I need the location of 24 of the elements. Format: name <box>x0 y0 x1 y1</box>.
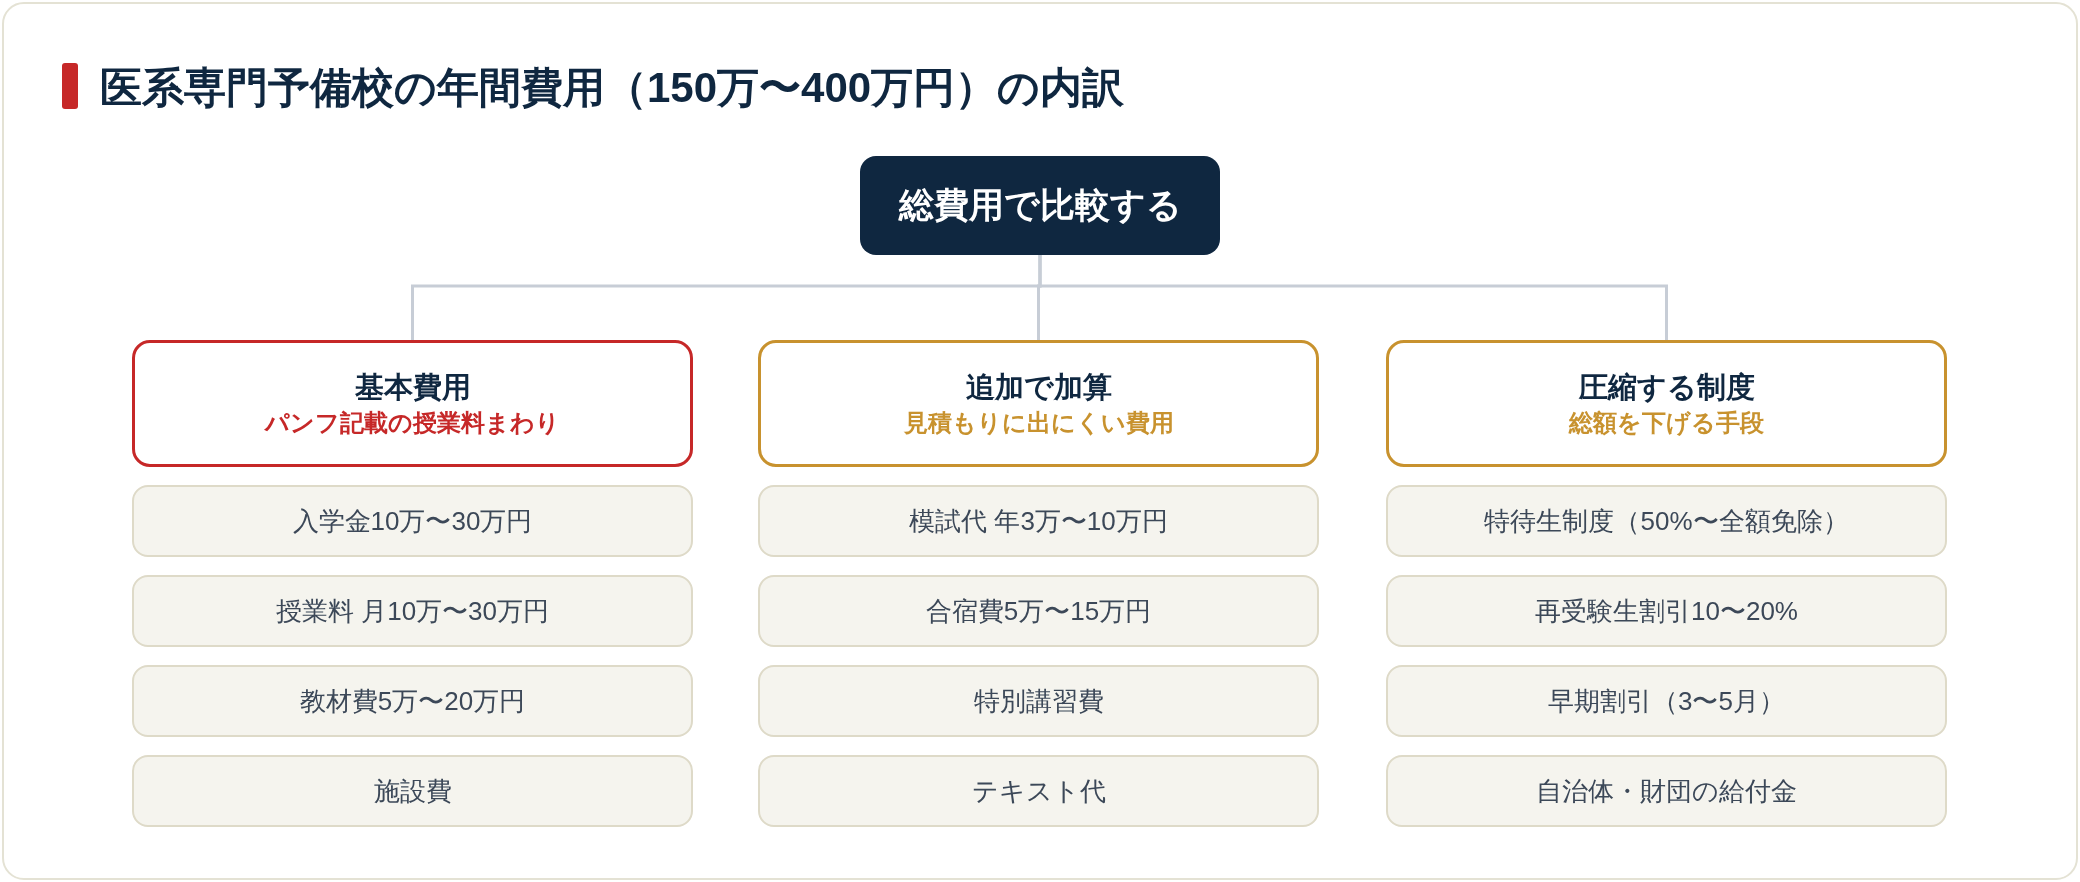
item-box: 早期割引（3〜5月） <box>1386 665 1947 737</box>
category-subtitle: 見積もりに出にくい費用 <box>903 407 1174 438</box>
item-box: 入学金10万〜30万円 <box>132 485 693 557</box>
item-box: 授業料 月10万〜30万円 <box>132 575 693 647</box>
category-box <box>132 340 693 467</box>
category-box <box>1386 340 1947 467</box>
item-box: テキスト代 <box>758 755 1319 827</box>
item-box: 特別講習費 <box>758 665 1319 737</box>
item-box: 模試代 年3万〜10万円 <box>758 485 1319 557</box>
category-subtitle: パンフ記載の授業料まわり <box>265 407 560 438</box>
item-box: 施設費 <box>132 755 693 827</box>
root-box: 総費用で比較する <box>860 156 1220 255</box>
connector-line <box>1038 255 1668 340</box>
category-heading: 追加で加算 <box>965 369 1112 405</box>
item-box: 合宿費5万〜15万円 <box>758 575 1319 647</box>
category-heading: 圧縮する制度 <box>1578 369 1755 405</box>
title: 医系専門予備校の年間費用（150万〜400万円）の内訳 <box>100 63 1125 113</box>
category-heading: 基本費用 <box>354 369 471 405</box>
item-box: 特待生制度（50%〜全額免除） <box>1386 485 1947 557</box>
category-box <box>758 340 1319 467</box>
category-subtitle: 総額を下げる手段 <box>1569 407 1764 438</box>
item-box: 教材費5万〜20万円 <box>132 665 693 737</box>
item-box: 再受験生割引10〜20% <box>1386 575 1947 647</box>
item-box: 自治体・財団の給付金 <box>1386 755 1947 827</box>
